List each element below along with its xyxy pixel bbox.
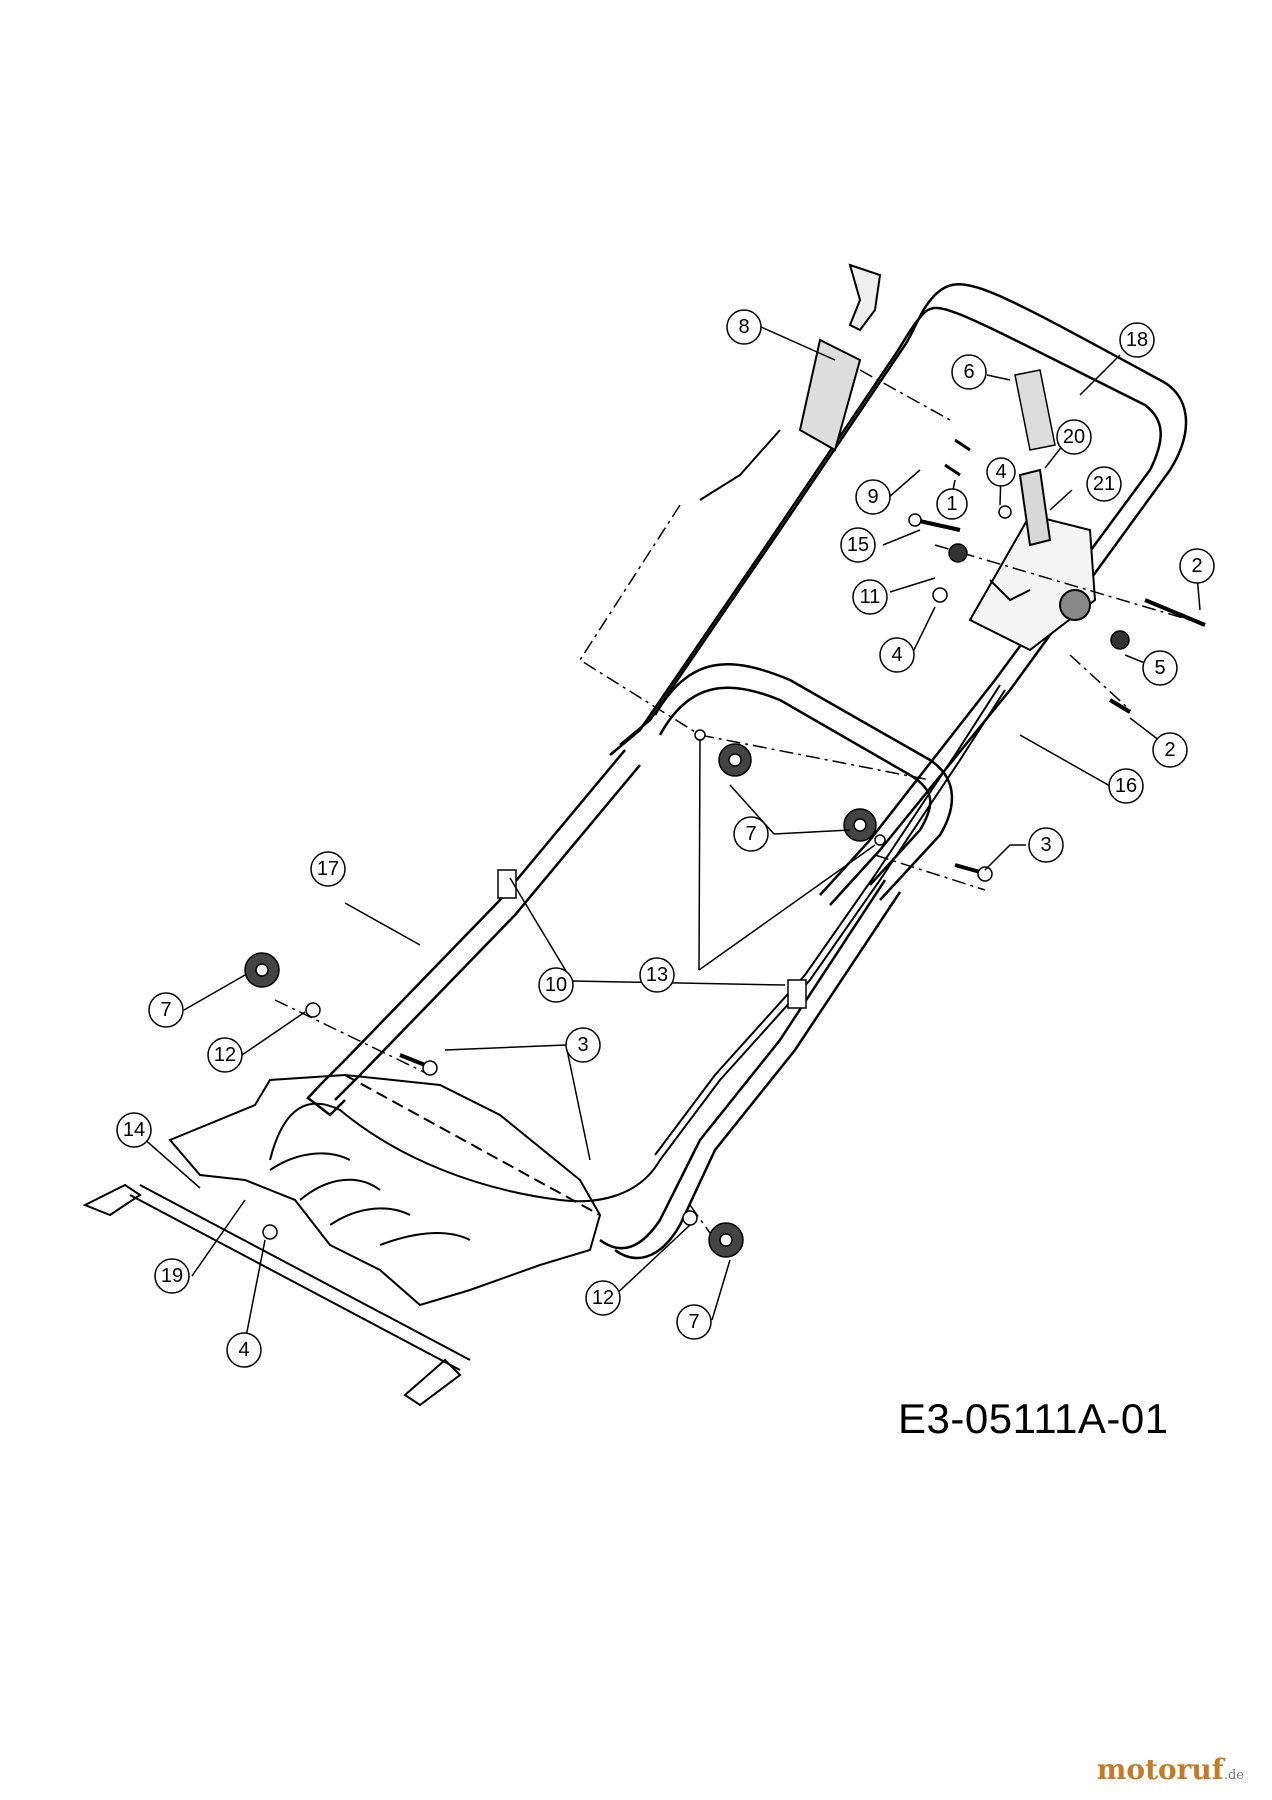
watermark-brand: motoruf [1096,1753,1224,1786]
svg-text:15: 15 [847,534,869,556]
svg-text:4: 4 [238,1339,249,1361]
callout-2-bottom: 2 [1152,732,1188,768]
svg-text:8: 8 [738,316,749,338]
nut-4-a [998,505,1012,519]
svg-text:2: 2 [1191,555,1202,577]
svg-text:18: 18 [1126,329,1148,351]
nut-11 [948,543,968,563]
knob-7-d [708,1222,744,1258]
nut-4-c [262,1224,278,1240]
callout-2-top: 2 [1179,548,1215,584]
deck-plate [168,1073,602,1307]
nut-4-b [932,587,948,603]
callout-7-left: 7 [148,992,184,1028]
washer-13-b [874,834,886,846]
upper-handle-frame [609,283,1188,906]
svg-text:21: 21 [1093,473,1115,495]
callout-14: 14 [116,1112,152,1148]
callout-21: 21 [1086,466,1122,502]
callout-12-right: 12 [585,1280,621,1316]
svg-text:12: 12 [592,1287,614,1309]
washer-12-a [305,1002,321,1018]
bolt-2-a [1144,598,1206,627]
callout-4-bottom: 4 [226,1332,262,1368]
callout-8: 8 [726,309,762,345]
callout-15: 15 [840,527,876,563]
pins-1 [944,438,971,477]
svg-text:17: 17 [317,858,339,880]
motoruf-watermark-logo: motoruf.de [1097,1753,1244,1786]
bolt-3-b [399,1053,438,1076]
svg-text:10: 10 [545,974,567,996]
knob-7-c [244,952,280,988]
nut-5 [1110,630,1130,650]
svg-text:2: 2 [1164,739,1175,761]
svg-text:14: 14 [123,1119,145,1141]
svg-text:19: 19 [161,1265,183,1287]
watermark-tld: .de [1223,1768,1244,1783]
svg-text:20: 20 [1063,426,1085,448]
callout-16: 16 [1108,768,1144,804]
callout-18: 18 [1119,322,1155,358]
callout-19: 19 [154,1258,190,1294]
hardware-parts [244,369,1206,1258]
control-box [968,468,1097,652]
callout-7-center: 7 [733,816,769,852]
knob-7-b [843,808,877,842]
bolt-15 [908,513,961,532]
leader-lines [133,326,1201,1348]
callout-6: 6 [951,354,987,390]
svg-text:7: 7 [688,1311,699,1333]
callout-5: 5 [1142,650,1178,686]
clamp-10-b [787,979,807,1009]
grip-6 [1014,369,1056,451]
svg-text:3: 3 [1040,834,1051,856]
bowden-cable [269,684,1006,1203]
washer-12-b [682,1210,698,1226]
callout-13: 13 [639,957,675,993]
callout-4-mid: 4 [879,637,915,673]
callout-10: 10 [538,967,574,1003]
svg-text:9: 9 [867,486,878,508]
drawing-code-label: E3-05111A-01 [898,1395,1169,1442]
callout-7-right: 7 [676,1304,712,1340]
svg-text:13: 13 [646,964,668,986]
svg-text:3: 3 [577,1034,588,1056]
svg-text:7: 7 [745,823,756,845]
svg-text:1: 1 [946,493,957,515]
callout-3-left: 3 [565,1027,601,1063]
axle-assembly [82,1183,471,1407]
svg-text:12: 12 [214,1044,236,1066]
svg-text:4: 4 [891,644,902,666]
callout-3-right: 3 [1028,827,1064,863]
bolt-3-a [954,863,993,882]
callout-9: 9 [855,479,891,515]
svg-text:6: 6 [963,361,974,383]
svg-text:16: 16 [1115,775,1137,797]
svg-text:11: 11 [860,586,881,608]
callout-12-left: 12 [207,1037,243,1073]
callouts: 8 18 6 20 4 21 9 1 15 2 11 4 5 2 16 3 7 … [116,309,1215,1368]
svg-text:7: 7 [160,999,171,1021]
callout-1: 1 [936,488,968,520]
callout-11: 11 [852,579,888,615]
knob-7-a [718,743,752,777]
washer-13-a [694,729,706,741]
callout-17: 17 [310,851,346,887]
assembly-lines [274,369,1191,1241]
lower-handle-frame [306,663,954,1260]
bolt-2-b [1108,698,1132,714]
svg-text:4: 4 [995,461,1006,483]
callout-4-top: 4 [986,457,1016,487]
svg-text:5: 5 [1154,657,1165,679]
drive-bail-lever [699,263,882,501]
callout-20: 20 [1056,419,1092,455]
clamp-10-a [497,869,517,899]
